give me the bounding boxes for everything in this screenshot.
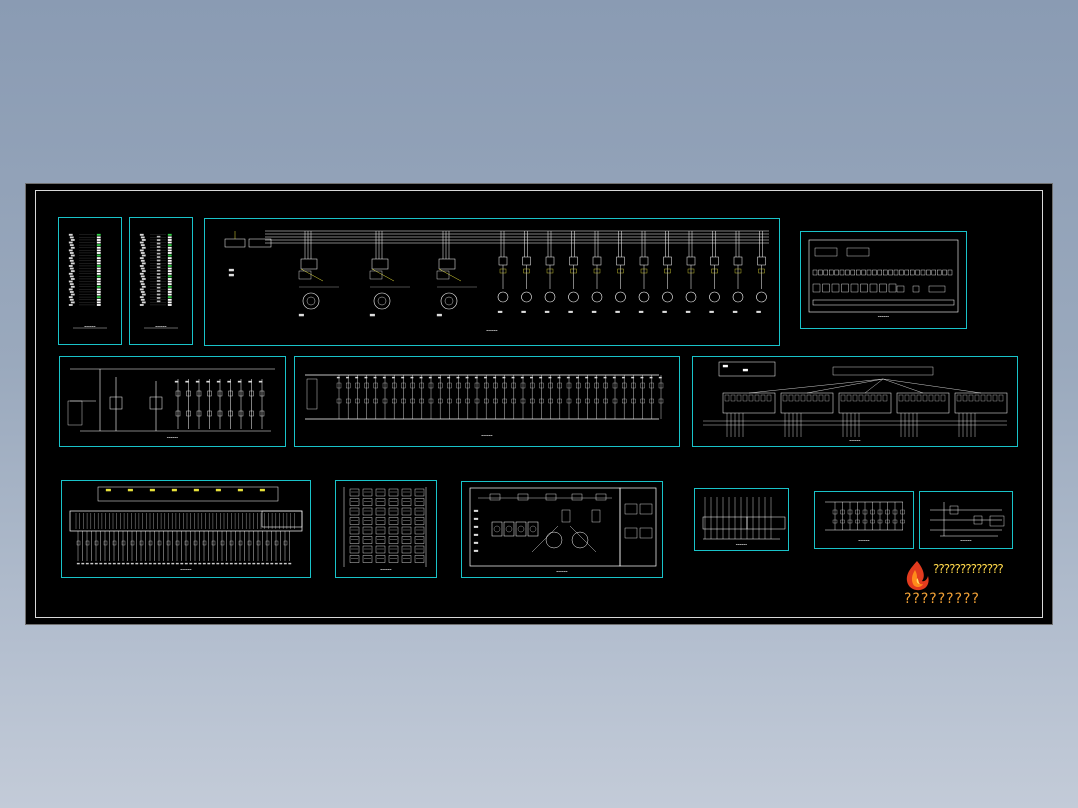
- cabinet-front-view-panel: ▬▬▬▬▬▬: [461, 481, 663, 578]
- p5-linework: [67, 368, 275, 432]
- network-topology-panel: ▬▬▬▬▬▬: [692, 356, 1018, 447]
- panel-layout-diagram: ▬▬▬▬▬▬: [800, 231, 967, 329]
- watermark: ????????????? ?????????: [903, 560, 1004, 612]
- p12-linework: [825, 501, 905, 531]
- terminal-list-panel-left: ▬▬▬▬▬▬: [58, 217, 122, 345]
- panel-caption: ▬▬▬▬▬▬: [735, 543, 748, 546]
- p10-linework: [469, 487, 657, 567]
- p9-linework: [343, 487, 427, 567]
- panel-caption: ▬▬▬▬▬▬: [858, 539, 870, 542]
- main-power-circuit-panel: ▬▬▬▬▬▬: [204, 218, 780, 346]
- terminal-list-panel-right: ▬▬▬▬▬▬: [129, 217, 193, 345]
- p4-linework: [808, 239, 959, 313]
- panel-caption: ▬▬▬▬▬▬: [84, 326, 96, 329]
- p8-linework: [69, 486, 303, 565]
- panel-caption: ▬▬▬▬▬▬: [877, 316, 890, 319]
- plc-io-wiring-panel: ▬▬▬▬▬▬: [61, 480, 311, 578]
- control-circuit-panel-small-a: ▬▬▬▬▬▬: [814, 491, 914, 549]
- panel-caption: ▬▬▬▬▬▬: [180, 569, 192, 572]
- p11-linework: [702, 497, 786, 540]
- p13-linework: [930, 502, 1005, 537]
- p2-linework: [139, 233, 178, 329]
- p6-linework: [305, 374, 664, 420]
- watermark-line2: ?????????: [904, 591, 980, 607]
- flame-logo-icon: [906, 561, 929, 591]
- panel-caption: ▬▬▬▬▬▬: [486, 329, 498, 332]
- panel-caption: ▬▬▬▬▬▬: [960, 539, 972, 542]
- panel-caption: ▬▬▬▬▬▬: [556, 571, 568, 574]
- terminal-strip-panel: ▬▬▬▬▬▬: [694, 488, 789, 551]
- watermark-line1: ?????????????: [933, 562, 1004, 576]
- p3-linework: [224, 230, 769, 317]
- panel-caption: ▬▬▬▬▬▬: [155, 326, 167, 329]
- panel-caption: ▬▬▬▬▬▬: [166, 437, 179, 440]
- panel-caption: ▬▬▬▬▬▬: [481, 435, 493, 438]
- control-circuit-panel-left: ▬▬▬▬▬▬: [59, 356, 286, 447]
- drawing-border-frame: [35, 190, 1043, 618]
- drawing-sheet: [25, 183, 1053, 625]
- panel-caption: ▬▬▬▬▬▬: [380, 569, 392, 572]
- control-circuit-panel-wide: ▬▬▬▬▬▬: [294, 356, 680, 447]
- control-circuit-panel-small-b: ▬▬▬▬▬▬: [919, 491, 1013, 549]
- p1-linework: [68, 233, 107, 329]
- p7-linework: [703, 361, 1008, 437]
- panel-caption: ▬▬▬▬▬▬: [849, 439, 861, 442]
- io-grid-panel: ▬▬▬▬▬▬: [335, 480, 437, 578]
